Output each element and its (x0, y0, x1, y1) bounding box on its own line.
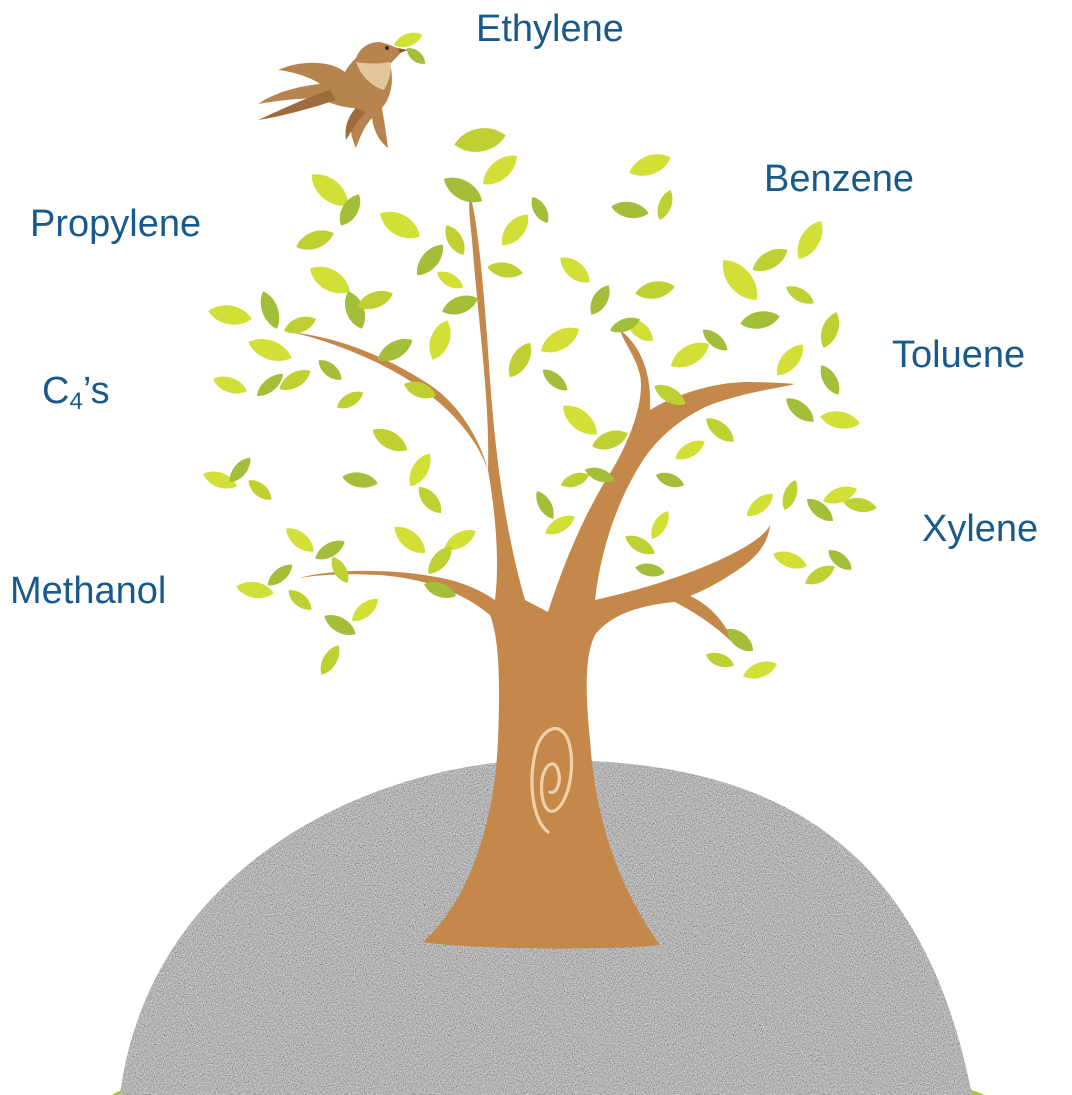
leaf-shape (704, 649, 737, 671)
leaf-shape (281, 523, 318, 557)
leaf-shape (276, 365, 315, 396)
leaf-shape (439, 171, 487, 209)
label-c4s: C4’s (42, 372, 110, 410)
leaf-shape (495, 209, 534, 251)
label-xylene: Xylene (922, 510, 1038, 548)
label-c4s-subscript: 4 (69, 388, 82, 415)
leaf-shape (413, 482, 446, 517)
leaf-shape (404, 450, 437, 491)
leaf-shape (634, 278, 676, 301)
leaf-shape (802, 561, 838, 590)
label-propylene: Propylene (30, 205, 201, 243)
leaf-shape (375, 204, 425, 245)
leaf-shape (791, 216, 829, 264)
leaf-shape (739, 308, 781, 331)
leaf-shape (207, 302, 254, 328)
leaf-shape (477, 149, 523, 192)
leaf-shape (779, 478, 802, 512)
leaf-shape (452, 124, 507, 156)
leaf-shape (816, 362, 845, 398)
leaf-shape (748, 243, 791, 278)
leaf-shape (626, 149, 674, 182)
leaf-shape (771, 547, 810, 573)
leaf-shape (771, 339, 810, 380)
leaf-shape (316, 642, 345, 678)
leaf-shape (312, 536, 348, 565)
leaf-shape (819, 408, 861, 431)
leaf-shape (348, 594, 383, 626)
leaf-shape (610, 199, 650, 221)
label-c4s-main: C (42, 370, 69, 412)
leaf-shape (327, 554, 353, 586)
leaf-shape (486, 260, 524, 281)
leaf-shape (816, 309, 844, 350)
leaf-shape (321, 610, 360, 641)
leaf-shape (440, 222, 470, 259)
bird-icon (258, 42, 408, 148)
label-ethylene: Ethylene (476, 10, 624, 48)
leaf-shape (334, 387, 366, 413)
leaf-shape (532, 488, 559, 522)
leaf-shape (211, 372, 250, 398)
leaf-shape (424, 317, 456, 363)
leaf-shape (340, 288, 370, 332)
label-benzene: Benzene (764, 160, 914, 198)
leaf-shape (741, 657, 780, 683)
leaf-shape (434, 267, 466, 293)
leaf-shape (245, 333, 295, 366)
leaf-shape (557, 399, 603, 442)
leaf-shape (341, 470, 379, 491)
leaf-shape (585, 282, 615, 319)
leaf-shape (672, 436, 708, 465)
leaf-shape (536, 321, 584, 359)
leaf-shape (527, 194, 553, 226)
leaf-shape (722, 623, 757, 656)
leaf-shape (783, 282, 817, 309)
leaf-shape (743, 489, 778, 521)
leaf-shape (403, 44, 428, 67)
leaf-shape (389, 521, 430, 560)
leaf-shape (539, 365, 572, 395)
label-methanol: Methanol (10, 572, 166, 610)
leaf-shape (368, 423, 411, 458)
leaf-shape (439, 291, 480, 320)
leaf-shape (647, 508, 674, 542)
tree-leaves (201, 29, 878, 683)
leaf-shape (634, 561, 666, 579)
leaf-shape (264, 560, 297, 590)
leaf-shape (654, 469, 687, 491)
leaf-shape (559, 469, 592, 491)
label-c4s-suffix: ’s (83, 370, 110, 412)
leaf-shape (293, 225, 336, 254)
leaf-shape (666, 336, 714, 374)
leaf-shape (555, 251, 595, 288)
leaf-shape (781, 393, 818, 427)
leaf-shape (654, 188, 677, 222)
leaf-shape (701, 413, 738, 447)
leaf-shape (244, 476, 275, 505)
leaf-shape (503, 338, 538, 381)
leaf-shape (256, 289, 284, 332)
leaf-shape (314, 356, 345, 385)
leaf-shape (284, 586, 315, 615)
label-toluene: Toluene (892, 336, 1025, 374)
